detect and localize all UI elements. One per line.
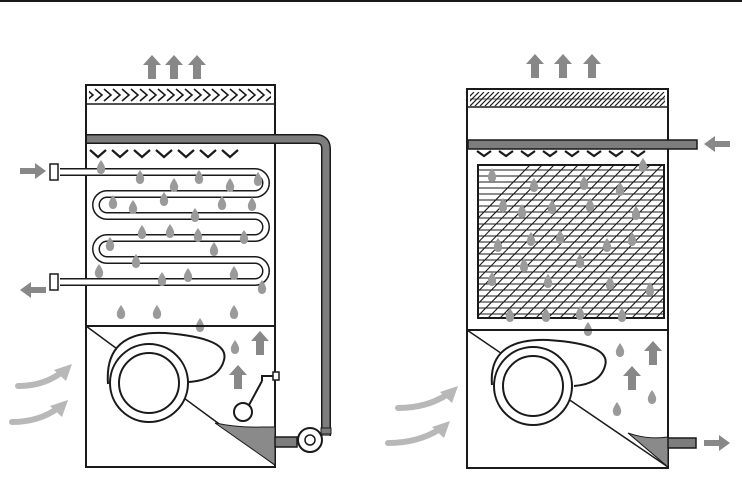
air-inlet-arrow-icon — [398, 386, 458, 408]
cold-water-outlet-pipe — [668, 438, 696, 448]
fluid-flow-arrow-icon — [704, 435, 730, 451]
exhaust-air-arrow-icon — [188, 55, 206, 79]
air-inlet-arrow-icon — [18, 364, 72, 386]
fan-impeller — [503, 356, 563, 416]
water-flow-arrows — [704, 136, 730, 451]
exhaust-arrows — [526, 54, 601, 78]
eliminator-hatch — [455, 92, 699, 106]
fluid-flow-arrow-icon — [704, 136, 730, 152]
exhaust-air-arrow-icon — [554, 54, 572, 78]
coil-inlet-flange — [50, 164, 58, 180]
air-inlet-arrow-icon — [388, 421, 450, 443]
exhaust-air-arrow-icon — [526, 54, 544, 78]
air-inlet-arrow-icon — [12, 400, 68, 422]
recirculation-pump — [275, 428, 331, 452]
fluid-flow-arrow-icon — [20, 282, 46, 298]
fluid-flow-arrow-icon — [20, 163, 46, 179]
open-circuit-tower — [380, 54, 742, 468]
spray-header-pipe — [468, 140, 697, 149]
exhaust-air-arrow-icon — [165, 55, 183, 79]
air-inlet-arrows — [388, 386, 458, 443]
closed-circuit-tower — [12, 55, 331, 467]
process-fluid-arrows — [20, 163, 46, 298]
fan-impeller — [119, 353, 179, 413]
air-inlet-arrows — [12, 364, 72, 422]
coil-outlet-flange — [50, 274, 58, 290]
exhaust-air-arrow-icon — [583, 54, 601, 78]
exhaust-arrows — [143, 55, 206, 79]
exhaust-air-arrow-icon — [143, 55, 161, 79]
